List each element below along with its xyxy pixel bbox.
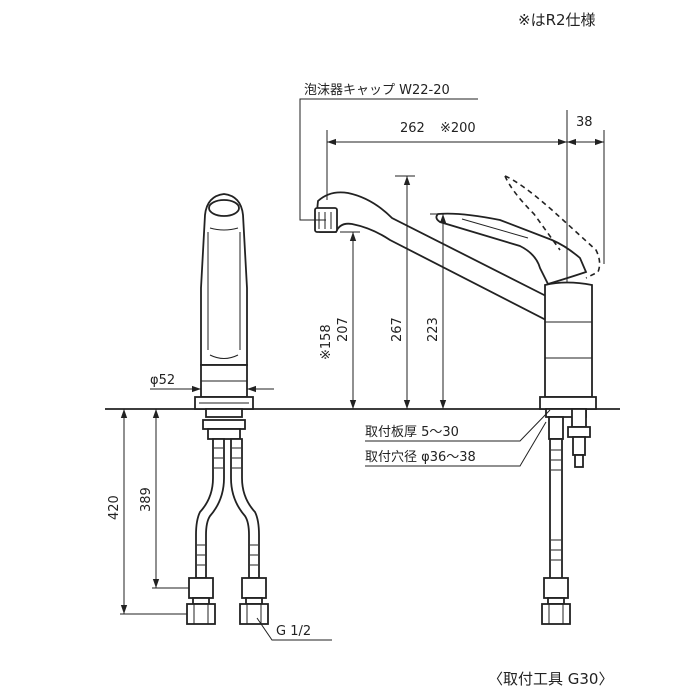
plate-thickness-label: 取付板厚 5〜30 xyxy=(365,425,459,440)
height-dimensions: ※158 207 267 223 xyxy=(319,175,450,409)
lever-height-label: 223 xyxy=(426,317,441,342)
aerator-cap-callout: 泡沫器キャップ W22-20 xyxy=(299,83,478,221)
front-view-faucet xyxy=(186,193,269,625)
thread-label: G 1/2 xyxy=(276,624,311,639)
body-diameter-label: φ52 xyxy=(150,373,175,388)
spout-reach-label: 262 xyxy=(400,121,425,136)
hose-total-label: 420 xyxy=(107,495,122,520)
hose-to-fitting-label: 389 xyxy=(139,487,154,512)
lever-offset-label: 38 xyxy=(576,115,593,130)
spout-reach-r2-label: ※200 xyxy=(440,121,476,136)
mounting-callouts: 取付板厚 5〜30 取付穴径 φ36〜38 xyxy=(365,409,551,467)
hole-diameter-label: 取付穴径 φ36〜38 xyxy=(365,450,476,465)
hose-length-dimensions: 420 389 xyxy=(107,409,189,615)
aerator-cap-label: 泡沫器キャップ W22-20 xyxy=(304,83,450,98)
spout-height-label: 207 xyxy=(336,317,351,342)
r2-spec-note: ※はR2仕様 xyxy=(518,11,596,29)
thread-callout: G 1/2 xyxy=(256,617,332,641)
spout-reach-dimensions: 262 ※200 38 xyxy=(326,110,605,282)
body-diameter-dimension: φ52 xyxy=(150,373,274,393)
mounting-tool-note: 〈取付工具 G30〉 xyxy=(488,670,614,688)
spout-height-r2-label: ※158 xyxy=(319,324,334,360)
overall-height-label: 267 xyxy=(390,317,405,342)
side-view-faucet xyxy=(314,175,601,625)
